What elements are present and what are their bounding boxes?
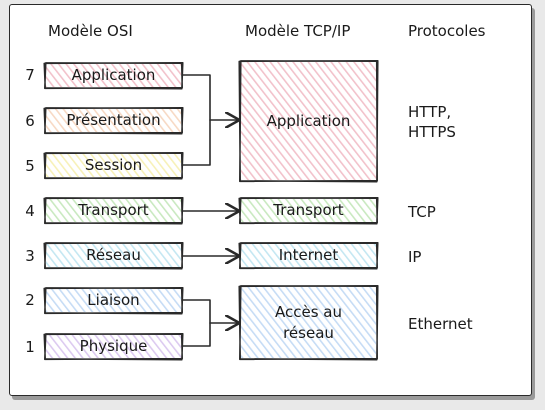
osi-layer-box-outline <box>43 107 184 135</box>
tcpip-layer-box-outline <box>238 285 379 361</box>
tcpip-layer-application: Application <box>266 111 351 130</box>
osi-layer-box-fill <box>46 289 181 312</box>
protocol-ethernet: Ethernet <box>408 315 473 333</box>
tcpip-layer-box-fill <box>241 287 376 358</box>
osi-layer-box-outline <box>43 287 184 315</box>
tcpip-layer-box-fill <box>241 62 376 180</box>
osi-layer-session: Session <box>84 156 143 174</box>
osi-layer-application: Application <box>71 66 156 84</box>
osi-layer-number: 5 <box>25 157 35 175</box>
osi-layer-box-fill <box>46 109 181 132</box>
protocol-http: HTTP, HTTPS <box>408 103 456 141</box>
connector-application-group <box>181 74 211 166</box>
protocol-ip: IP <box>408 248 422 266</box>
osi-layer-number: 3 <box>25 247 35 265</box>
header-protocols: Protocoles <box>408 22 486 40</box>
osi-layer-box-outline <box>43 62 184 90</box>
osi-layer-number: 7 <box>25 66 35 84</box>
osi-layer-box-outline <box>43 197 184 225</box>
osi-layer-box-outline <box>43 242 184 270</box>
tcpip-layer-box-fill <box>241 244 376 267</box>
header-osi: Modèle OSI <box>48 22 133 40</box>
osi-layer-box-fill <box>46 244 181 267</box>
connector-network-access-group <box>181 299 211 347</box>
osi-layer-number: 4 <box>25 202 35 220</box>
osi-layer-data-link: Liaison <box>87 291 140 309</box>
osi-layer-number: 6 <box>25 112 35 130</box>
osi-layer-box-outline <box>43 333 184 361</box>
osi-layer-physical: Physique <box>79 337 148 355</box>
tcpip-layer-transport: Transport <box>273 201 344 219</box>
header-tcpip: Modèle TCP/IP <box>245 22 351 40</box>
osi-layer-presentation: Présentation <box>66 111 161 129</box>
tcpip-layer-box-fill <box>241 199 376 222</box>
osi-layer-network: Réseau <box>86 246 141 264</box>
osi-layer-box-outline <box>43 152 184 180</box>
osi-layer-box-fill <box>46 154 181 177</box>
osi-layer-box-fill <box>46 335 181 358</box>
tcpip-layer-box-outline <box>238 60 379 183</box>
osi-layer-box-fill <box>46 64 181 87</box>
tcpip-layer-internet: Internet <box>278 246 339 264</box>
protocol-tcp: TCP <box>408 203 436 221</box>
osi-layer-number: 1 <box>25 338 35 356</box>
osi-layer-transport: Transport <box>78 201 149 219</box>
osi-layer-box-fill <box>46 199 181 222</box>
osi-layer-number: 2 <box>25 291 35 309</box>
tcpip-layer-network-access: Accès au réseau <box>274 302 342 342</box>
